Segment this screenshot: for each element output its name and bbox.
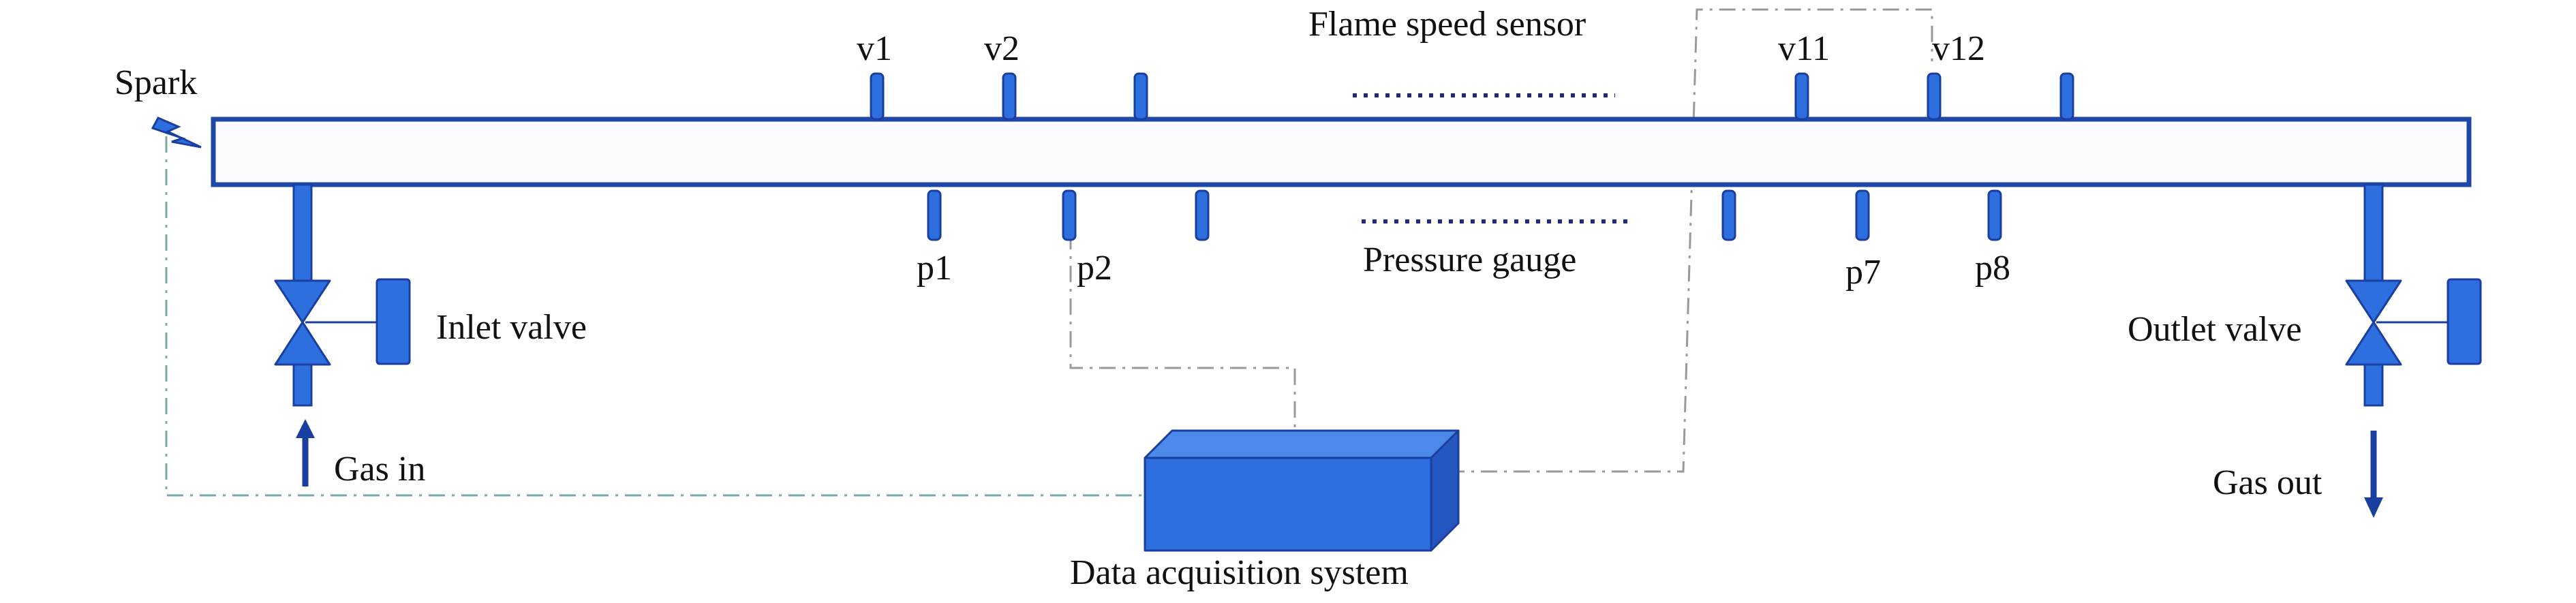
data-acquisition-box — [1144, 429, 1460, 552]
flame-sensor-label: v11 — [1778, 29, 1830, 68]
pressure-gauge-label: p7 — [1845, 253, 1881, 292]
pressure-gauge — [1855, 189, 1870, 241]
inlet-valve-icon — [274, 279, 331, 366]
daq-top-face — [1144, 429, 1460, 459]
inlet-assembly — [274, 183, 411, 486]
spark-igniter — [151, 117, 202, 149]
inlet-valve-label: Inlet valve — [436, 308, 587, 347]
flame-sensor — [870, 72, 885, 121]
gas-in-label: Gas in — [334, 450, 425, 489]
daq-front-face — [1144, 457, 1432, 552]
daq-label: Data acquisition system — [1070, 553, 1409, 592]
flame-sensor-wire — [1448, 8, 1933, 473]
gas-out-arrow-icon — [2364, 497, 2383, 518]
flame-speed-sensors — [870, 72, 2074, 121]
outlet-valve-label: Outlet valve — [2128, 310, 2302, 349]
flame-speed-sensor-label: Flame speed sensor — [1308, 5, 1586, 44]
flame-sensor-label: v1 — [857, 29, 892, 68]
outlet-pipe-upper — [2363, 183, 2384, 285]
spark-label: Spark — [114, 63, 197, 102]
pressure-gauges — [927, 189, 2002, 241]
outlet-assembly — [2345, 183, 2482, 518]
pressure-gauge — [1062, 189, 1077, 241]
pressure-gauge-label: p1 — [917, 249, 952, 288]
signal-wiring — [165, 8, 1933, 497]
gas-in-arrow-icon — [296, 419, 315, 438]
inlet-pipe-lower — [292, 363, 313, 407]
outlet-valve-icon — [2345, 279, 2402, 366]
pressure-gauge — [1987, 189, 2002, 241]
flame-sensor — [1133, 72, 1148, 121]
flame-sensor — [1927, 72, 1942, 121]
lightning-icon — [151, 117, 202, 149]
inlet-pipe-upper — [292, 183, 313, 285]
flame-sensor-label: v2 — [984, 29, 1019, 68]
pressure-gauge — [1195, 189, 1210, 241]
pressure-gauge-group-label: Pressure gauge — [1363, 241, 1576, 279]
pressure-gauge-label: p8 — [1975, 249, 2010, 288]
spark-wire — [165, 136, 1145, 497]
inlet-actuator — [375, 278, 411, 365]
flame-sensor — [1794, 72, 1809, 121]
outlet-actuator — [2447, 278, 2482, 365]
main-tube — [211, 117, 2472, 187]
pressure-wire — [1069, 233, 1296, 436]
flame-sensor — [2059, 72, 2074, 121]
outlet-pipe-lower — [2363, 363, 2384, 407]
pressure-gauge — [1721, 189, 1736, 241]
flame-sensor-label: v12 — [1932, 29, 1985, 68]
gas-out-label: Gas out — [2213, 463, 2322, 502]
pressure-gauge — [927, 189, 942, 241]
flame-sensor — [1002, 72, 1017, 121]
pressure-gauge-label: p2 — [1077, 249, 1112, 288]
